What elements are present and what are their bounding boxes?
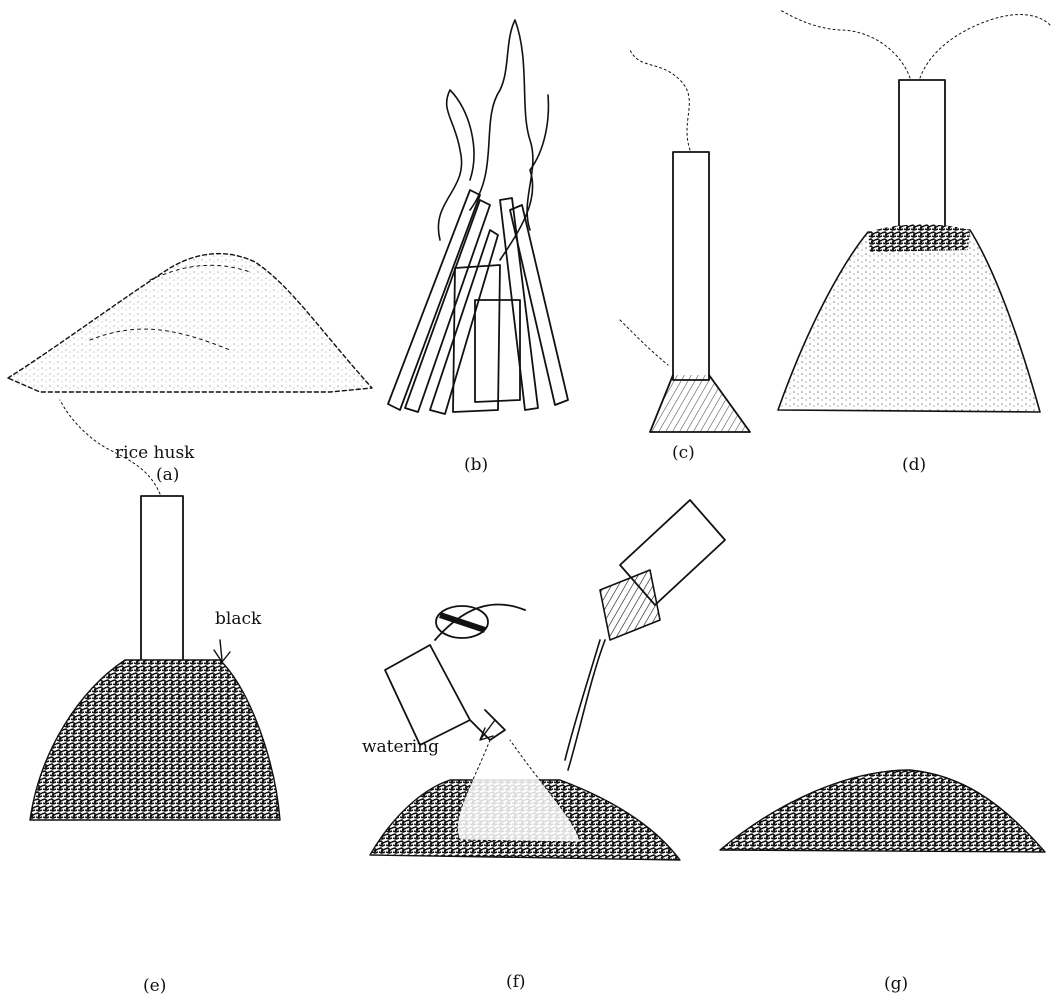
- panel-g-charred-heap: [720, 770, 1045, 852]
- caption-b: (b): [464, 455, 488, 475]
- panel-a-rice-husk-heap: [8, 254, 372, 392]
- panel-b-firewood-sticks: [388, 20, 568, 414]
- caption-f: (f): [506, 972, 526, 992]
- caption-d: (d): [902, 455, 926, 475]
- caption-c: (c): [672, 443, 695, 463]
- caption-a: (a): [156, 465, 179, 485]
- label-watering: watering: [362, 737, 439, 757]
- panel-f-watering: [370, 500, 725, 860]
- caption-g: (g): [884, 974, 908, 994]
- label-black: black: [215, 609, 261, 629]
- panel-c-chimney-cone: [620, 50, 750, 432]
- caption-e: (e): [143, 976, 166, 996]
- panel-d-chimney-heap: [778, 10, 1050, 412]
- label-rice-husk: rice husk: [115, 443, 194, 463]
